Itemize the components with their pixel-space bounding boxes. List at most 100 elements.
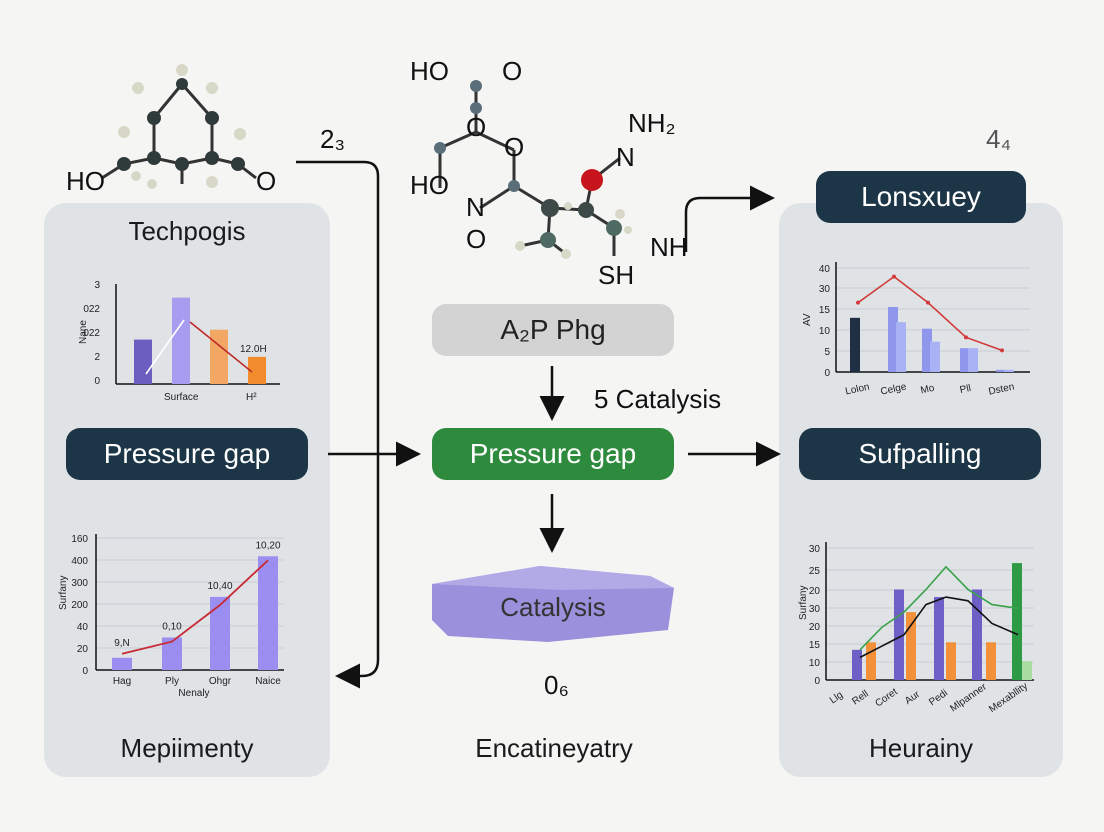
annotation-label: 12.0H (240, 344, 267, 355)
bar-s2-3 (968, 348, 978, 372)
bar-7 (986, 642, 996, 680)
bar-s1-1 (888, 307, 898, 372)
y-axis-label: Nane (78, 320, 89, 344)
trend-point-0 (856, 300, 860, 305)
bar-hag (112, 657, 132, 670)
bar-4 (934, 597, 944, 680)
ytick-3: 15 (819, 305, 831, 316)
trend-point-1 (892, 274, 896, 279)
center-mol-n: N (616, 142, 635, 172)
xtick-5: Mlpanner (948, 681, 989, 714)
bar-2 (894, 589, 904, 680)
xtick-1: Celge (880, 381, 908, 397)
side-catalysis-label: 5 Catalysis (594, 384, 722, 414)
xtick-3: Pll (959, 383, 972, 396)
ytick-1: 2 (94, 352, 100, 363)
xtick-4: Pedi (927, 688, 950, 708)
ytick-3: 022 (83, 304, 100, 315)
loop-arrow-icon (296, 160, 380, 689)
center-grey-pill[interactable]: A₂P Phg (432, 304, 674, 356)
xtick-2: Coret (873, 686, 900, 709)
xtick-2: Mo (920, 383, 936, 397)
center-mol-sh: SH (598, 260, 634, 290)
ytick-2: 15 (809, 640, 821, 651)
center-mol-nh2: NH₂ (628, 108, 676, 138)
ytick-3: 200 (71, 600, 88, 611)
xtick-1: Ply (165, 676, 179, 687)
ytick-4: 300 (71, 578, 88, 589)
bar-0 (852, 649, 862, 680)
bar-s1-4 (996, 369, 1006, 372)
ytick-5: 40 (819, 264, 831, 275)
trend-line (121, 559, 269, 655)
ytick-4: 3 (94, 280, 100, 291)
black-trend-line (859, 596, 1019, 659)
ytick-5: 400 (71, 556, 88, 567)
center-mol-o-ring: O (466, 112, 486, 142)
bar-8 (1012, 563, 1022, 680)
data-label-3: 10,20 (255, 540, 280, 551)
bar-ohgr (210, 596, 230, 670)
xtick-0: Lolon (844, 382, 870, 398)
right-panel-footer: Heurainy (868, 733, 974, 763)
ytick-2: 40 (77, 622, 89, 633)
xtick-2: Ohgr (209, 676, 232, 687)
y-axis-label: Surfany (58, 576, 69, 610)
bar-s1-2 (922, 328, 932, 372)
bar-s0-0 (850, 317, 860, 372)
center-mol-ho-mid: HO (410, 170, 449, 200)
ytick-0: 0 (824, 368, 830, 379)
bar-ply (162, 637, 182, 670)
left-mol-ho: HO (66, 166, 105, 196)
ytick-2: 10 (819, 326, 831, 337)
right-mid-pill[interactable]: Sufpalling (799, 428, 1041, 480)
center-mol-n-mid: N (466, 192, 485, 222)
bar-3 (906, 612, 916, 680)
ytick-6: 25 (809, 566, 821, 577)
corner-label-left: 2₃ (320, 124, 346, 154)
ytick-1: 5 (824, 347, 830, 358)
xtick-3: Aur (903, 689, 923, 707)
xtick-0: Llg (828, 690, 845, 707)
x-extra-label: H² (246, 392, 257, 403)
center-mol-o-ring-right: O (504, 132, 524, 162)
ytick-2: 022 (83, 328, 100, 339)
ytick-6: 160 (71, 534, 88, 545)
bar-1 (172, 297, 190, 384)
center-footer: Encatineyatry (475, 733, 633, 763)
right-top-pill[interactable]: Lonsxuey (816, 171, 1026, 223)
bar-6 (972, 589, 982, 680)
ytick-3: 20 (809, 622, 821, 633)
ytick-1: 20 (77, 644, 89, 655)
corner-label-right: 4₄ (986, 124, 1012, 154)
left-panel-footer: Mepiimenty (120, 733, 254, 763)
small-center-label: 0₆ (544, 670, 569, 700)
right-panel (779, 203, 1063, 777)
ytick-0: 0 (814, 676, 820, 687)
y-axis-label: AV (802, 313, 813, 326)
bar-s1-3 (960, 348, 970, 372)
bar-5 (946, 642, 956, 680)
bar-3 (248, 356, 266, 384)
ytick-4: 30 (819, 284, 831, 295)
bar-s2-4 (1004, 369, 1014, 372)
slab-label: Catalysis (500, 592, 606, 622)
left-pressure-gap-pill[interactable]: Pressure gap (66, 428, 308, 480)
data-label-0: 9,N (114, 638, 130, 649)
highlight-line (145, 319, 185, 375)
left-panel-title: Techpogis (128, 216, 246, 246)
center-pressure-gap-pill[interactable]: Pressure gap (432, 428, 674, 480)
ytick-0: 0 (94, 376, 100, 387)
trend-point-3 (964, 335, 968, 340)
data-label-1: 0,10 (162, 622, 182, 633)
xtick-4: Dsten (988, 381, 1016, 397)
ytick-5: 20 (809, 586, 821, 597)
